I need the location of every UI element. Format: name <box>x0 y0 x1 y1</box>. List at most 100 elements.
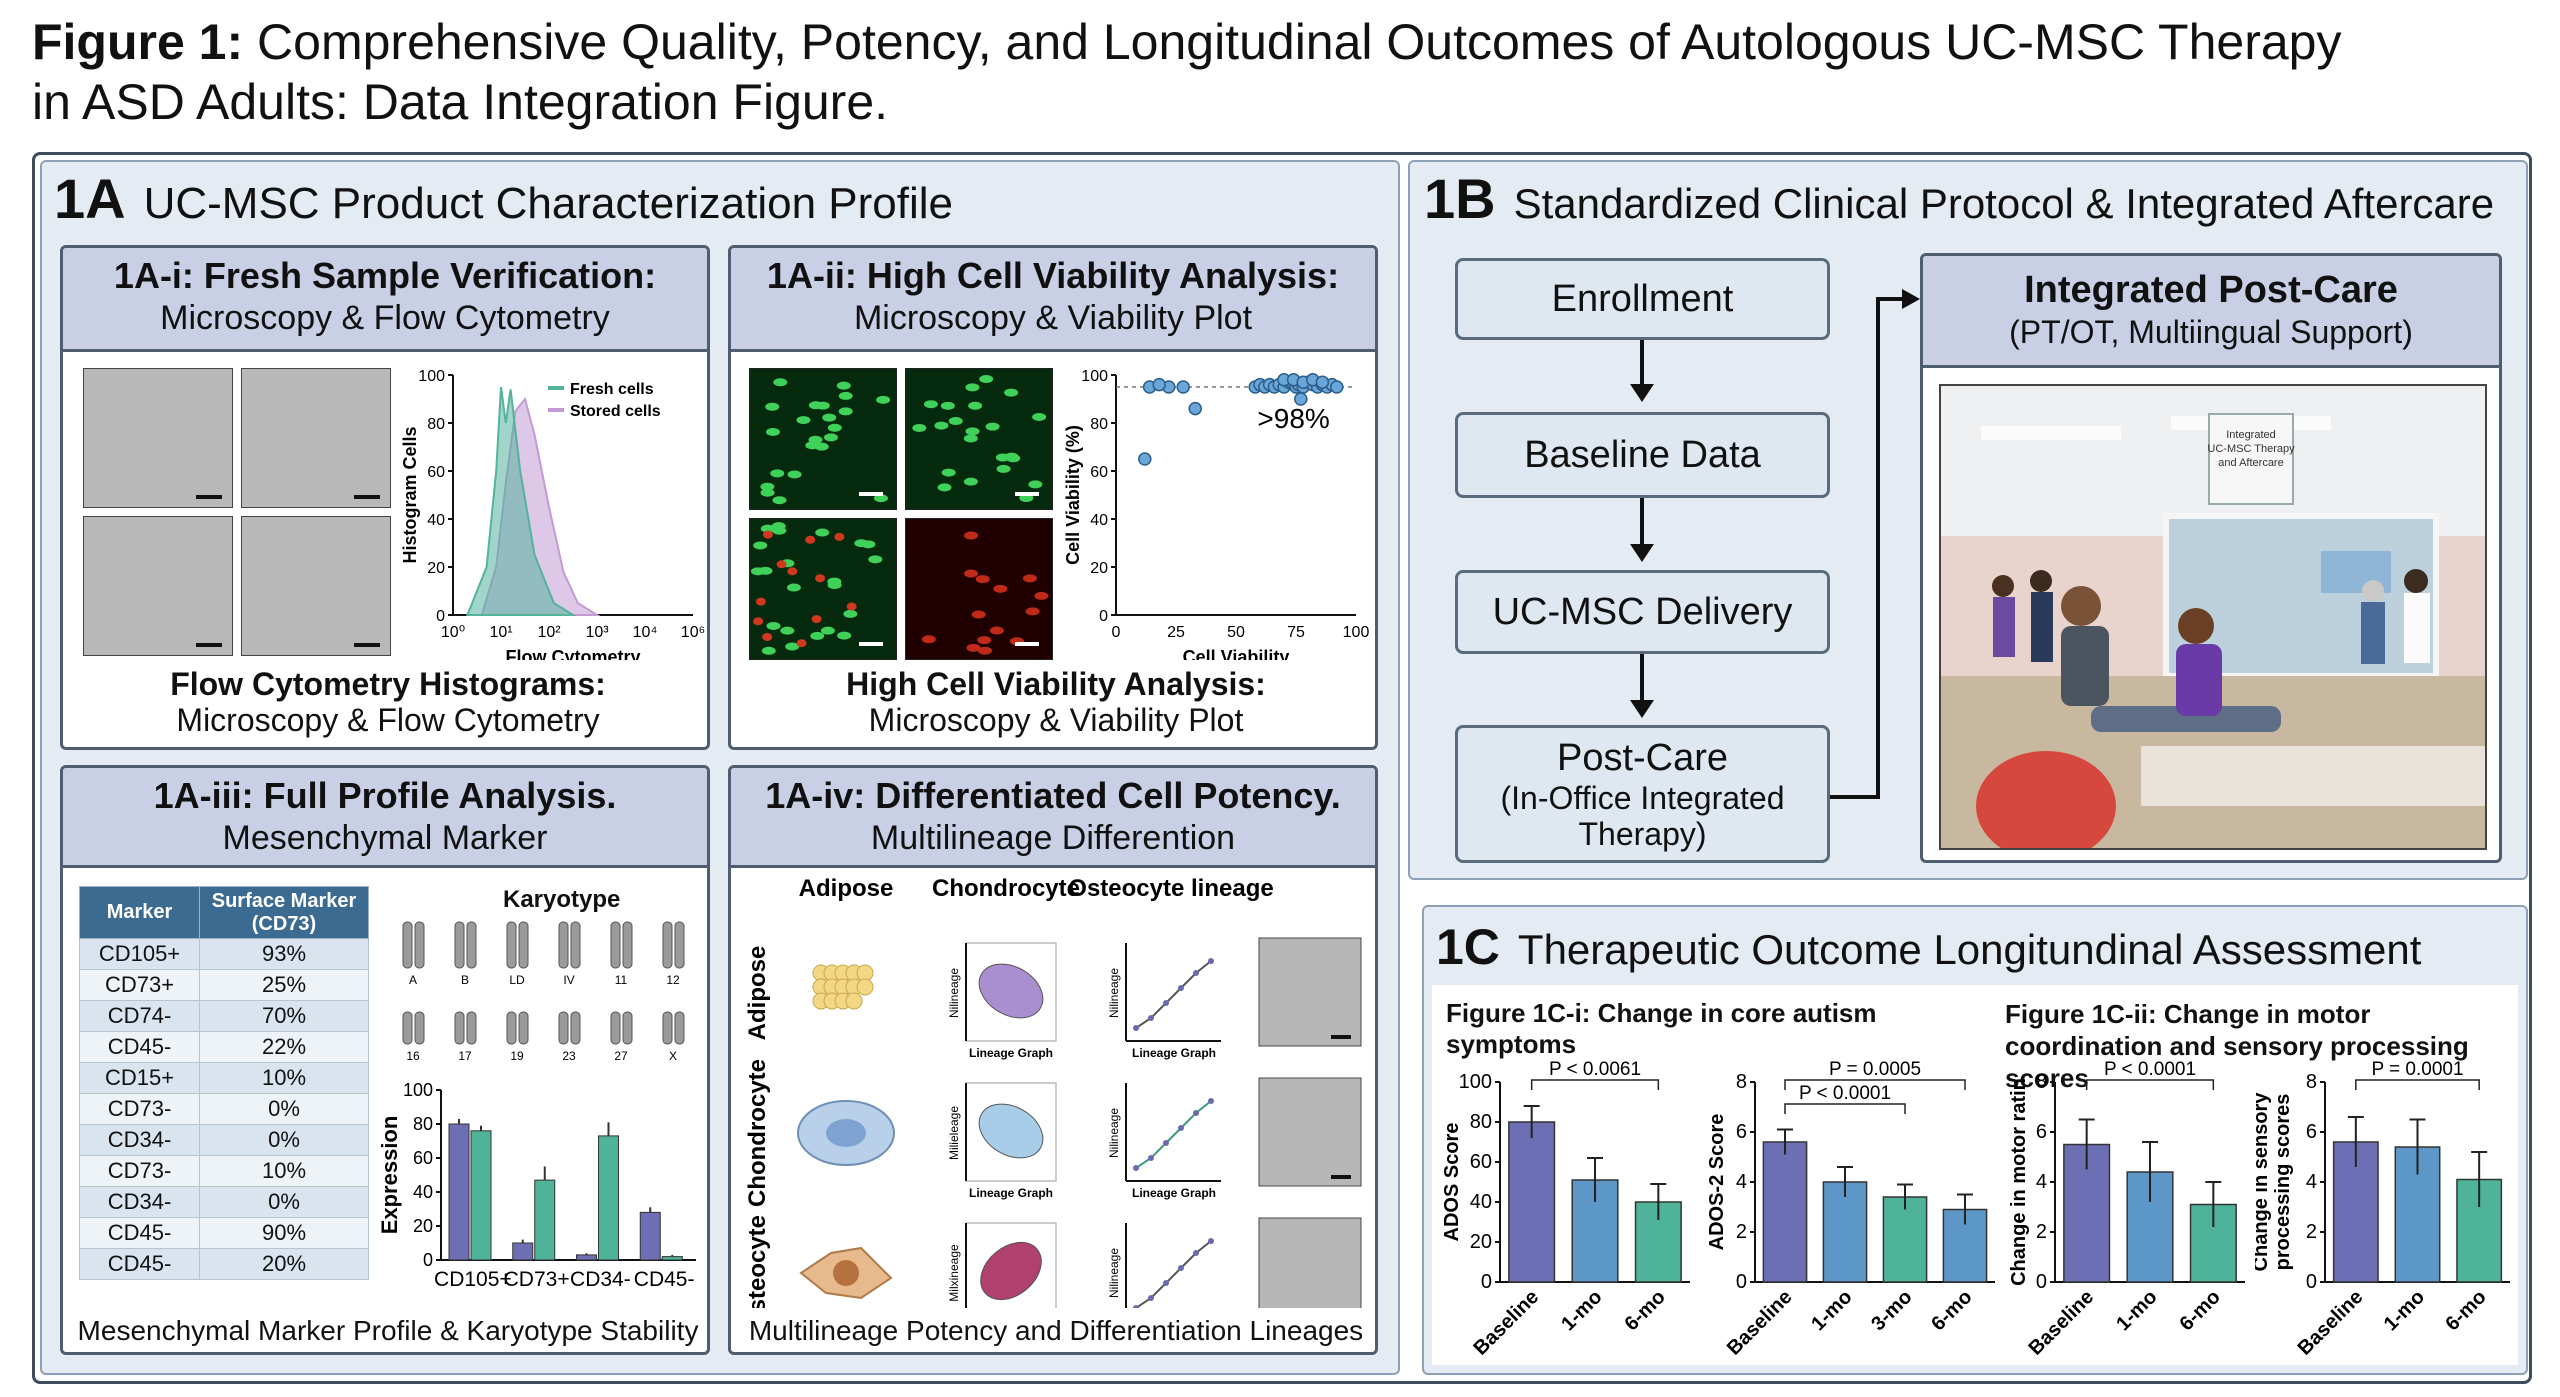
expr-x-tick-label: CD45- <box>634 1268 695 1291</box>
marker-name-cell: CD74- <box>79 1000 200 1032</box>
fluorescent-cell <box>940 401 955 410</box>
fluorescent-cell <box>846 602 857 611</box>
sensory-significance-label: P = 0.0001 <box>2371 1059 2463 1080</box>
fluorescent-cell <box>948 417 963 426</box>
flow-step-delivery: UC-MSC Delivery <box>1455 570 1830 654</box>
flow-x-tick-label: 10¹ <box>489 624 512 641</box>
marker-value-cell: 90% <box>199 1217 369 1249</box>
flow-x-label: Flow Cytometry <box>505 647 640 660</box>
clinic-photo: Integrated UC-MSC Therapy and Aftercare <box>1939 384 2487 850</box>
fluorescent-cell <box>787 470 802 479</box>
subpanel-1a-i-caption: Flow Cytometry Histograms: Microscopy & … <box>63 666 707 738</box>
scale-bar <box>1331 1175 1351 1179</box>
fluorescent-cell <box>753 617 764 626</box>
motor-y-label-line: Change in motor ratin <box>2008 1078 2030 1286</box>
flow-step-baseline-label: Baseline Data <box>1524 433 1761 476</box>
fluorescence-cells-overlay <box>750 375 1049 655</box>
fluorescent-cell <box>815 528 830 537</box>
growth-curve-point <box>1178 1265 1184 1271</box>
lineage-y-label: Milieleage <box>947 1106 961 1160</box>
table-row: CD15+10% <box>79 1062 369 1094</box>
panel-1c-title-text: Therapeutic Outcome Longitundinal Assess… <box>1517 926 2422 973</box>
ados-significance-label: P < 0.0061 <box>1549 1059 1641 1080</box>
subpanel-1a-ii-caption-text: Microscopy & Viability Plot <box>868 702 1244 738</box>
expr-bar <box>639 1211 661 1261</box>
flow-y-tick-label: 20 <box>427 560 445 577</box>
karyotype-title: Karyotype <box>503 886 621 913</box>
flow-y-tick-label: 40 <box>427 512 445 529</box>
fluorescent-cell <box>837 631 852 640</box>
ados2-x-tick-label: 1-mo <box>1807 1286 1856 1335</box>
fluorescent-cell <box>1034 591 1049 600</box>
chromosome <box>402 1011 413 1045</box>
sensory-significance-bracket <box>2355 1079 2480 1090</box>
motor-x-tick-label: Baseline <box>2024 1286 2098 1360</box>
expr-y-tick-label: 20 <box>413 1216 433 1236</box>
chromosome <box>662 1011 673 1045</box>
karyotype-label: IV <box>563 973 574 987</box>
flow-legend-label: Stored cells <box>570 403 661 420</box>
viab-point <box>1188 401 1202 416</box>
growth-curve-point <box>1163 1280 1169 1286</box>
flow-arrowhead-2 <box>1630 544 1654 562</box>
fluorescent-cell <box>822 413 837 422</box>
ados-y-tick-label: 60 <box>1470 1151 1492 1173</box>
ados2-y-tick-label: 4 <box>1736 1171 1747 1193</box>
marker-table-header-marker: Marker <box>79 886 200 939</box>
diff-column-header: Osteocyte lineage <box>1068 875 1273 902</box>
fluorescent-cell <box>966 643 981 652</box>
marker-name-cell: CD34- <box>79 1124 200 1156</box>
fluorescent-cell <box>805 441 820 450</box>
motor-y-tick-label: 4 <box>2036 1171 2047 1193</box>
fluorescent-cell <box>873 494 888 503</box>
fluorescent-cell <box>785 642 800 651</box>
ados-y-tick-label: 20 <box>1470 1231 1492 1253</box>
chromosome <box>518 1011 529 1045</box>
karyotype-label: LD <box>509 973 525 987</box>
ados2-x-tick-label: Baseline <box>1723 1286 1797 1360</box>
figure-title-bold: Figure 1: <box>32 14 244 70</box>
fluorescent-cell <box>921 635 936 644</box>
fluorescent-cell <box>963 477 978 486</box>
micrograph-1 <box>83 368 233 508</box>
growth-curve-line <box>1135 1100 1212 1169</box>
fluorescent-cell <box>762 530 773 539</box>
subpanel-1a-i-title: 1A-i: Fresh Sample Verification: <box>113 255 657 296</box>
marker-name-cell: CD45- <box>79 1217 200 1249</box>
scale-bar <box>1015 642 1039 646</box>
flow-step-postcare: Post-Care (In-Office Integrated Therapy) <box>1455 725 1830 863</box>
growth-curve-point <box>1163 1140 1169 1146</box>
expr-bar <box>448 1123 470 1261</box>
diff-column-header: Adipose <box>799 875 894 902</box>
subpanel-1a-ii: 1A-ii: High Cell Viability Analysis: Mic… <box>728 245 1378 750</box>
fluorescent-cell <box>815 574 826 583</box>
fluorescent-cell <box>761 646 776 655</box>
expr-bar <box>598 1135 619 1261</box>
fluorescent-cell <box>811 615 822 624</box>
figure-title-line2: in ASD Adults: Data Integration Figure. <box>32 74 889 130</box>
lineage-y-label: Nilineage <box>947 968 961 1018</box>
fluorescent-cell <box>838 407 853 416</box>
viab-y-label: Cell Viability (%) <box>1063 425 1083 565</box>
flow-step-enrollment: Enrollment <box>1455 258 1830 340</box>
clinic-photo-sign: Integrated <box>2226 429 2276 441</box>
fluorescent-cell <box>773 378 788 387</box>
karyotype-label: 11 <box>615 973 628 987</box>
fluorescent-cell <box>964 569 979 578</box>
ados2-y-tick-label: 2 <box>1736 1221 1747 1243</box>
ados2-significance-label: P = 0.0005 <box>1829 1059 1921 1080</box>
table-row: CD74-70% <box>79 1000 369 1032</box>
ados-y-tick-label: 80 <box>1470 1111 1492 1133</box>
expr-bar <box>512 1242 534 1261</box>
chromosome <box>518 921 529 969</box>
scale-bar <box>859 492 883 496</box>
ados-y-label: ADOS Score <box>1441 1123 1463 1242</box>
subpanel-1a-i-caption-text: Microscopy & Flow Cytometry <box>176 702 600 738</box>
diff-column-header: Chondrocyte <box>932 875 1080 902</box>
chromosome <box>610 1011 621 1045</box>
flow-x-tick-label: 10⁶ <box>681 624 705 641</box>
